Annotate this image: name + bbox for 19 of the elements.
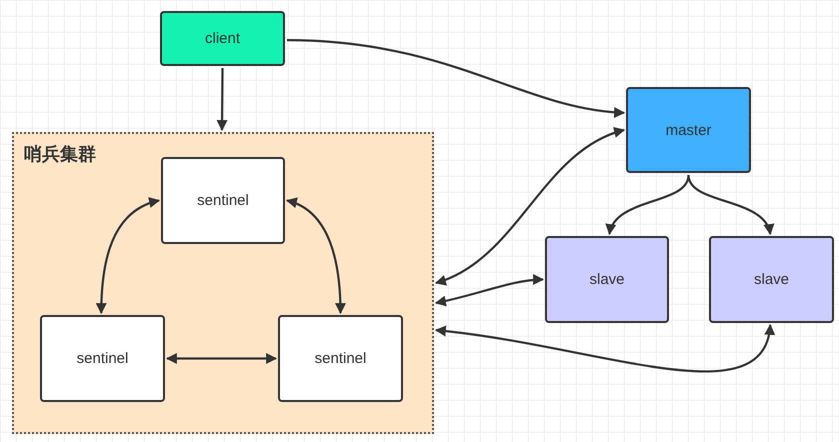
process-box: client	[160, 11, 285, 66]
process-box: slave	[709, 236, 834, 323]
arrow	[434, 128, 626, 285]
arrow	[96, 198, 160, 314]
process-box: sentinel	[40, 315, 165, 402]
arrow	[166, 353, 278, 364]
group-box	[12, 132, 434, 434]
arrow	[434, 274, 544, 306]
arrow	[286, 198, 346, 314]
process-box: sentinel	[161, 157, 285, 244]
arrow	[286, 39, 626, 118]
arrow	[607, 174, 690, 236]
process-box: sentinel	[278, 315, 403, 402]
group-title: 哨兵集群	[24, 143, 96, 166]
arrow	[434, 324, 774, 372]
process-box: slave	[545, 236, 669, 323]
arrow	[687, 174, 772, 236]
arrow	[216, 68, 228, 132]
process-box: master	[626, 87, 751, 173]
